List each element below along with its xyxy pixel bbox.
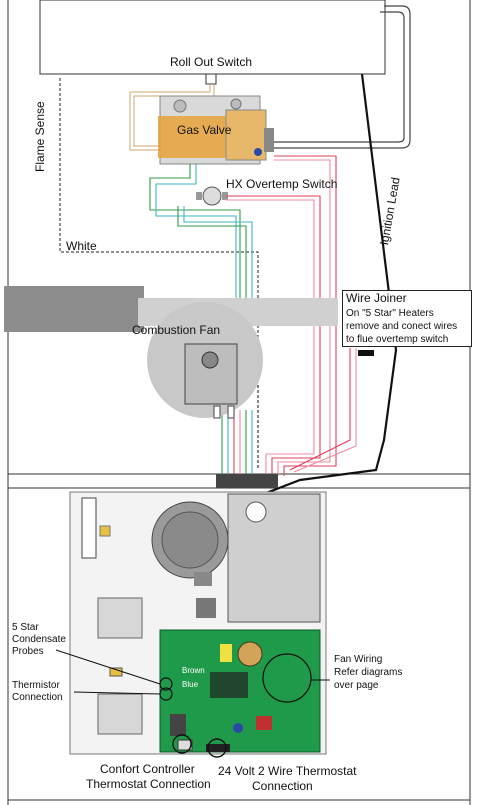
- callouts: [55, 649, 330, 695]
- label-twentyfour-2: Connection: [252, 779, 313, 793]
- label-twentyfour-1: 24 Volt 2 Wire Thermostat: [218, 764, 357, 778]
- label-hx-overtemp: HX Overtemp Switch: [226, 177, 338, 191]
- label-fan-wiring-1: Fan Wiring: [334, 654, 383, 665]
- pcb-board: [159, 629, 321, 758]
- label-five-star-2: Condensate: [12, 634, 66, 645]
- label-combustion-fan: Combustion Fan: [132, 323, 221, 337]
- roll-out-switch-tab: [205, 73, 217, 85]
- wire-joiner-box: [342, 290, 472, 347]
- fan-wiring-marker: [262, 653, 312, 703]
- label-wire-joiner-note-3: to flue overtemp switch: [346, 334, 449, 345]
- wire-bundle: [149, 155, 357, 476]
- combustion-fan: [4, 286, 338, 419]
- label-wire-joiner-note-1: On "5 Star" Heaters: [346, 308, 434, 319]
- label-wire-joiner: Wire Joiner: [346, 291, 407, 305]
- burner-housing: [39, 0, 386, 75]
- label-fan-wiring-2: Refer diagrams: [334, 667, 403, 678]
- label-flame-sense: Flame Sense: [33, 101, 47, 172]
- label-thermistor-2: Connection: [12, 692, 63, 703]
- label-white: White: [66, 239, 97, 253]
- label-five-star-3: Probes: [12, 646, 44, 657]
- label-fan-wiring-3: over page: [334, 680, 379, 691]
- label-gas-valve: Gas Valve: [177, 123, 232, 137]
- wire-joiner-connector: [358, 350, 374, 356]
- label-blue: Blue: [182, 680, 199, 689]
- label-confort-1: Confort Controller: [100, 762, 195, 776]
- gas-valve: [158, 95, 274, 165]
- main-connector: [216, 474, 278, 488]
- ignition-lead-loop: [270, 5, 411, 149]
- label-five-star-1: 5 Star: [12, 622, 39, 633]
- label-confort-2: Thermostat Connection: [86, 777, 211, 791]
- label-wire-joiner-note-2: remove and conect wires: [346, 321, 458, 332]
- label-thermistor-1: Thermistor: [12, 680, 60, 691]
- hx-overtemp-switch: [196, 186, 228, 206]
- label-roll-out-switch: Roll Out Switch: [170, 55, 253, 69]
- label-brown: Brown: [182, 666, 205, 675]
